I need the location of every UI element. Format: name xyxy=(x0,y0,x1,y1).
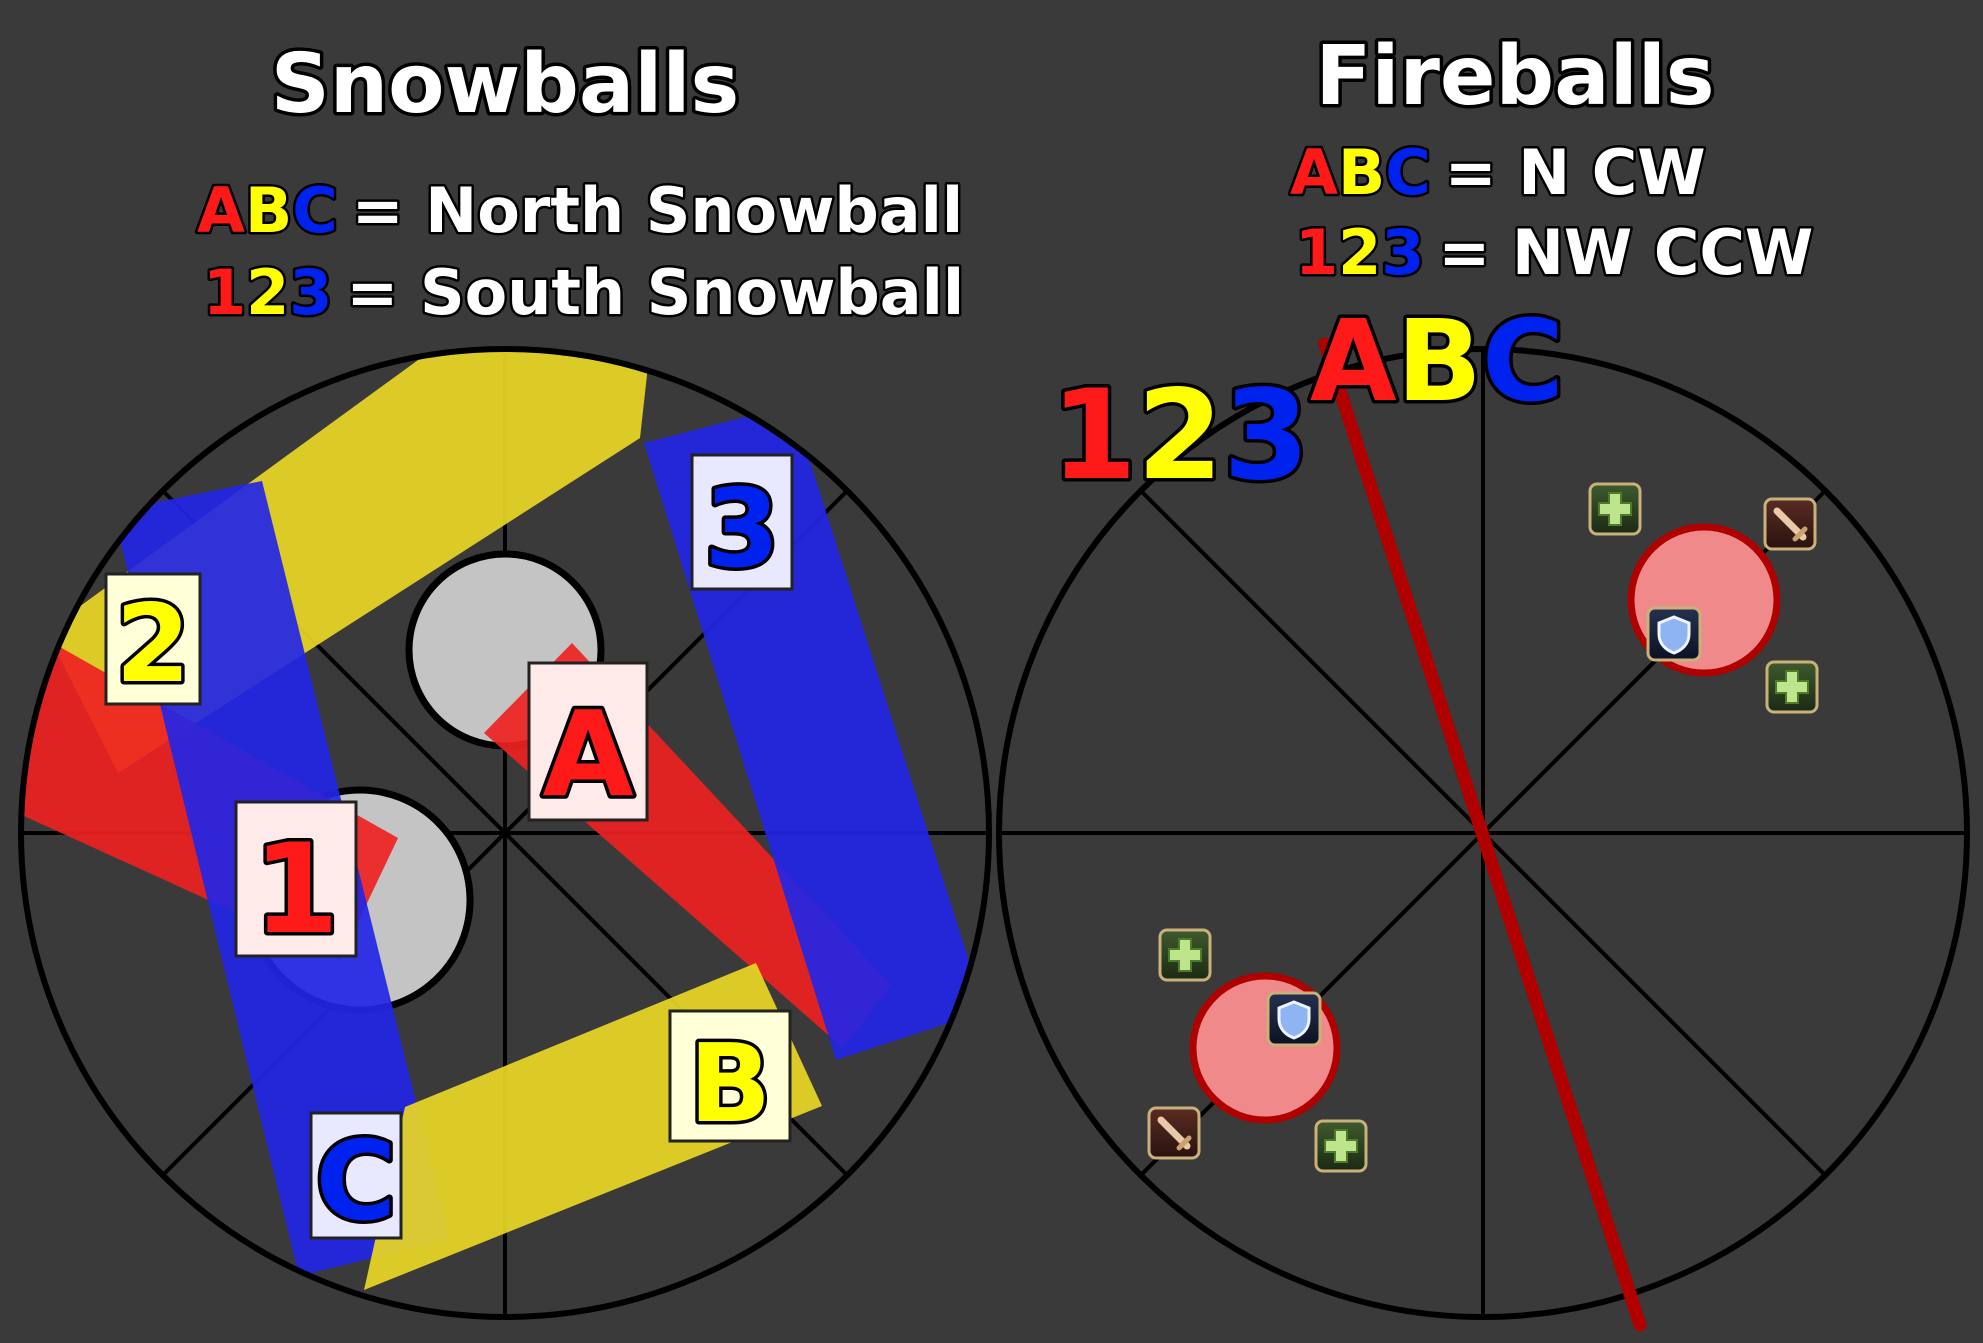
legend-letter-c: C xyxy=(1385,136,1431,209)
legend-number-2: 2 xyxy=(246,256,289,329)
svg-text:2: 2 xyxy=(115,582,190,707)
lane-label-1: 1 xyxy=(234,800,358,966)
lane-label-3: 3 xyxy=(690,453,794,596)
svg-text:1: 1 xyxy=(253,818,339,962)
snow-legend-text-2: = South Snowball xyxy=(346,256,964,329)
healer-icon xyxy=(1765,660,1819,714)
healer-icon xyxy=(1314,1119,1368,1173)
fireball-arena: ABC 123 xyxy=(996,294,1970,1332)
lane-label-c: C xyxy=(309,1111,403,1249)
legend-letter-a: A xyxy=(1290,136,1338,209)
snowball-arena: A B C 1 2 3 xyxy=(18,346,992,1320)
lane-label-a: A xyxy=(527,661,649,827)
legend-number-3: 3 xyxy=(1381,216,1424,289)
fireballs-title: Fireballs xyxy=(1315,29,1714,124)
fire-legend-text-1: = N CW xyxy=(1445,136,1706,209)
fire-split-line xyxy=(1318,337,1647,1332)
dps-sword-icon xyxy=(1763,497,1817,551)
fire-legend-text-2: = NW CCW xyxy=(1438,216,1813,289)
arena-border-left xyxy=(18,346,992,1320)
legend-number-3: 3 xyxy=(289,256,332,329)
snow-legend-line-1: ABC= North Snowball xyxy=(197,174,963,247)
snowballs-title: Snowballs xyxy=(271,37,740,132)
lane-label-b: B xyxy=(668,1009,792,1151)
snowball-legend: ABC= North Snowball 123= South Snowball xyxy=(195,172,967,332)
fire-legend-line-2: 123= NW CCW xyxy=(1295,216,1813,289)
tank-shield-icon xyxy=(1266,991,1322,1047)
123-marker: 123 xyxy=(1051,364,1310,508)
arena-border-right xyxy=(996,346,1970,1320)
svg-text:B: B xyxy=(689,1022,771,1147)
legend-letter-b: B xyxy=(1338,136,1385,209)
legend-letter-a: A xyxy=(197,174,245,247)
svg-text:C: C xyxy=(316,1117,397,1245)
abc-marker: ABC xyxy=(1310,297,1564,427)
snow-legend-text-1: = North Snowball xyxy=(352,174,963,247)
svg-text:A: A xyxy=(542,685,633,823)
legend-number-2: 2 xyxy=(1338,216,1381,289)
svg-text:3: 3 xyxy=(704,467,779,592)
healer-icon xyxy=(1588,482,1642,536)
aoe-lanes xyxy=(21,349,985,1290)
lane-label-2: 2 xyxy=(104,572,202,711)
snow-legend-line-2: 123= South Snowball xyxy=(203,256,964,329)
legend-number-1: 1 xyxy=(203,256,246,329)
dps-sword-icon xyxy=(1147,1106,1201,1160)
healer-icon xyxy=(1158,928,1212,982)
legend-letter-b: B xyxy=(245,174,292,247)
tank-shield-icon xyxy=(1646,606,1702,662)
fireball-legend: ABC= N CW 123= NW CCW xyxy=(1288,134,1816,292)
legend-letter-c: C xyxy=(292,174,338,247)
legend-number-1: 1 xyxy=(1295,216,1338,289)
fire-legend-line-1: ABC= N CW xyxy=(1290,136,1706,209)
